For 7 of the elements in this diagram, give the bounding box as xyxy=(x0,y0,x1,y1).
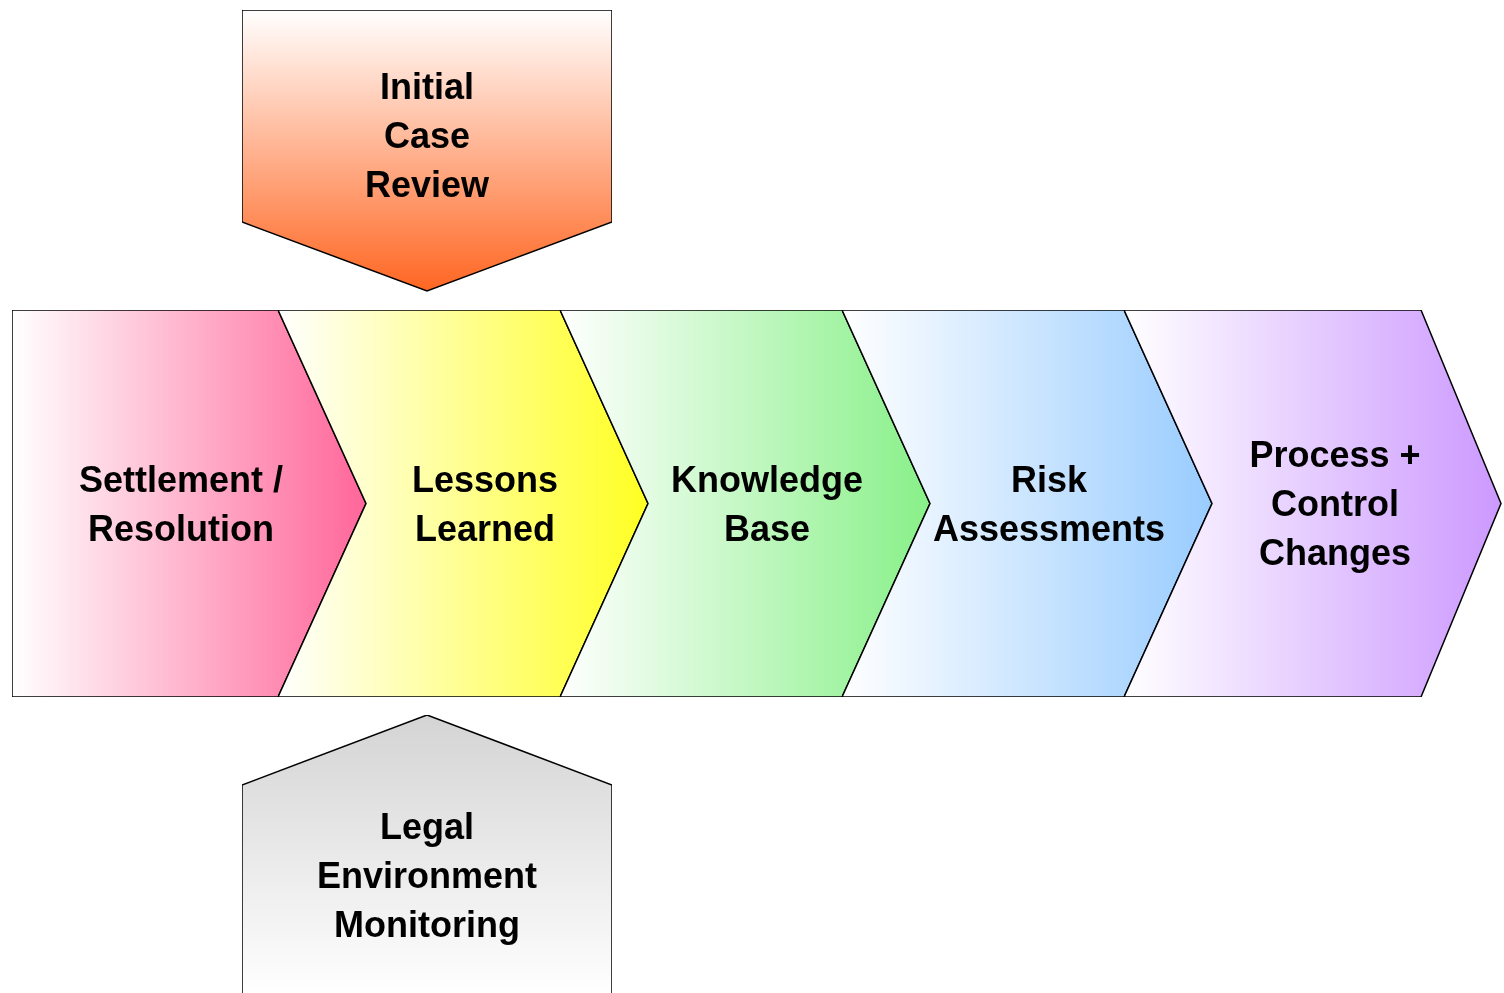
step-label: Knowledge Base xyxy=(670,457,864,551)
step-label: Lessons Learned xyxy=(410,457,560,551)
step-label: Settlement / Resolution xyxy=(77,457,284,551)
step-label: Legal Environment Monitoring xyxy=(316,804,538,947)
step-label: Process + Control Changes xyxy=(1248,433,1422,575)
step-label: Risk Assessments xyxy=(931,457,1167,551)
step-label: Initial Case Review xyxy=(363,64,491,207)
